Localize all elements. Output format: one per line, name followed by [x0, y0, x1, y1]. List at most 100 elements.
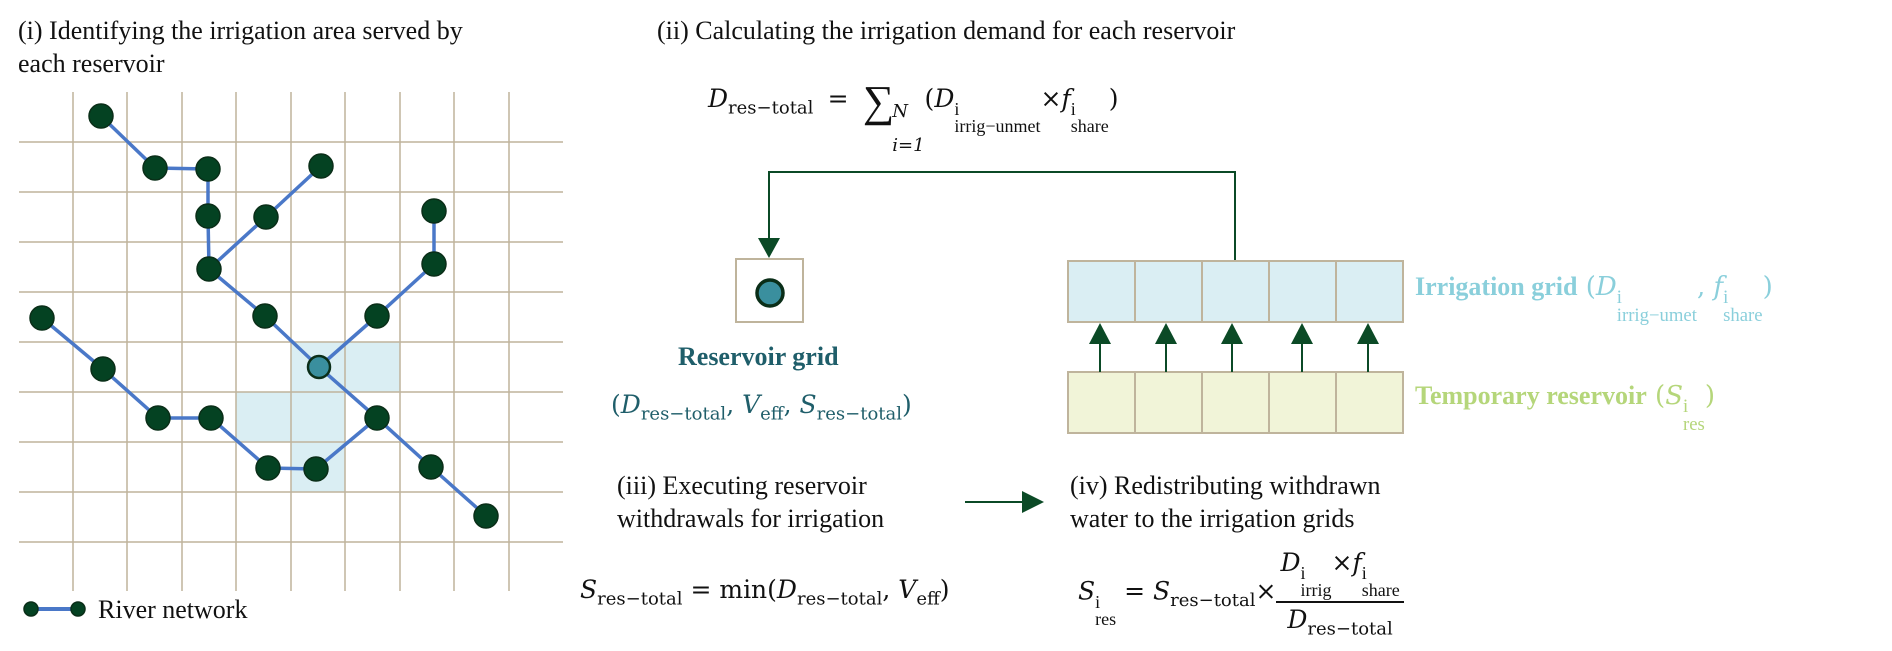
grid-lines	[19, 92, 563, 591]
irrigation-grid	[1067, 260, 1404, 323]
eq4-num-f: f	[1352, 548, 1362, 577]
river-edge	[314, 416, 379, 471]
river-edge	[207, 215, 268, 271]
eq3-arg2: V	[898, 575, 917, 604]
irrigation-grid-cell	[1201, 260, 1270, 323]
temporary-reservoir-grid	[1067, 371, 1404, 434]
res-vars-comma1: ,	[726, 390, 743, 419]
panel-iii-title-line2: withdrawals for irrigation	[617, 504, 885, 533]
eq4-num-f-sub: share	[1361, 580, 1400, 601]
tmp-var-s: S	[1665, 381, 1683, 411]
irr-var-f: f	[1713, 272, 1724, 302]
eq-equals: =	[827, 84, 849, 114]
eq3-arg1: D	[776, 575, 797, 604]
res-vars-close: )	[902, 390, 912, 419]
temporary-reservoir-cell	[1335, 371, 1404, 434]
eq3-arg1-sub: res−total	[796, 588, 883, 610]
river-node-icon	[364, 303, 390, 329]
reservoir-grid-label: Reservoir grid	[678, 342, 839, 371]
temporary-reservoir-cell	[1067, 371, 1136, 434]
arrow-icon	[1155, 323, 1177, 344]
arrow-icon	[1291, 323, 1313, 344]
eq-lhs-sub: res−total	[728, 97, 814, 119]
sigma-upper: N	[892, 101, 908, 123]
eq4-lhs-sub: res	[1095, 608, 1117, 629]
river-edge	[375, 262, 436, 318]
arrow-icon	[758, 238, 780, 258]
irrigation-grid-cell	[1067, 260, 1136, 323]
river-node-icon	[255, 455, 281, 481]
eq4-num-d-sup: i	[1300, 563, 1306, 584]
river-node-icon	[418, 454, 444, 480]
river-node-icon	[303, 456, 329, 482]
river-edge	[317, 314, 379, 369]
river-node-icon	[195, 203, 221, 229]
eq4-num-d: D	[1280, 548, 1301, 577]
eq-term2: f	[1061, 84, 1071, 114]
river-node-icon	[195, 156, 221, 182]
temporary-reservoir-cell	[1134, 371, 1203, 434]
river-node-icon	[29, 305, 55, 331]
demand-connector-line	[768, 171, 1236, 261]
eq4-s: S	[1152, 576, 1171, 606]
irrigation-grid-cell	[1268, 260, 1337, 323]
river-edge	[317, 365, 379, 420]
res-vars-comma2: ,	[783, 390, 800, 419]
eq4-num-d-sub: irrig	[1300, 580, 1332, 601]
eq4-num-f-sup: i	[1361, 563, 1367, 584]
panel-iv-title-line1: (iv) Redistributing withdrawn	[1070, 471, 1381, 500]
sigma-symbol: ∑	[862, 77, 895, 126]
river-node-icon	[198, 405, 224, 431]
river-node-icon	[145, 405, 171, 431]
eq-term1-sup: i	[954, 99, 960, 120]
irr-var-f-sub: share	[1723, 305, 1763, 327]
river-node-icon	[253, 204, 279, 230]
irrigation-grid-title: Irrigation grid	[1415, 272, 1578, 301]
res-var-d: D	[620, 390, 641, 419]
reservoir-grid-box	[735, 258, 804, 323]
res-var-s: S	[799, 390, 817, 419]
river-node-icon	[308, 153, 334, 179]
river-node-icon	[421, 251, 447, 277]
irr-var-d: D	[1595, 272, 1617, 302]
irrigation-grid-cell	[1335, 260, 1404, 323]
tmp-var-s-sup: i	[1683, 396, 1689, 418]
eq4-lhs-sup: i	[1095, 591, 1101, 612]
eq3-lhs-sub: res−total	[597, 588, 683, 610]
irr-var-d-sub: irrig−umet	[1616, 305, 1697, 327]
eq-open-paren: (	[924, 84, 935, 114]
res-var-s-sub: res−total	[816, 403, 903, 425]
irrigation-grid-cell	[1134, 260, 1203, 323]
eq4-lhs: S	[1078, 576, 1096, 606]
eq3-close: )	[939, 575, 950, 604]
river-node-icon	[364, 405, 390, 431]
tmp-var-s-sub: res	[1683, 414, 1705, 436]
eq4-equals: =	[1116, 576, 1153, 606]
panel-i-title-line1: (i) Identifying the irrigation area serv…	[18, 16, 463, 45]
river-node-icon	[142, 155, 168, 181]
eq4-times: ×	[1255, 576, 1277, 606]
panel-iv-title-line2: water to the irrigation grids	[1070, 504, 1355, 533]
arrow-icon	[1089, 323, 1111, 344]
temporary-reservoir-cell	[1268, 371, 1337, 434]
res-vars-open: (	[611, 390, 621, 419]
panel-iv-title: (iv) Redistributing withdrawn water to t…	[1070, 469, 1381, 535]
river-node-icon	[252, 303, 278, 329]
temporary-reservoir-title: Temporary reservoir	[1415, 381, 1647, 410]
legend-label: River network	[98, 595, 248, 624]
res-var-d-sub: res−total	[640, 403, 727, 425]
legend-river-network-icon	[23, 601, 86, 617]
river-node-icon	[196, 256, 222, 282]
river-node-icon	[473, 503, 499, 529]
eq-term1-sub: irrig−unmet	[954, 116, 1041, 137]
river-node-icon	[88, 103, 114, 129]
arrow-icon	[1022, 491, 1044, 513]
river-edge	[40, 316, 105, 371]
tmp-open: (	[1646, 381, 1666, 411]
eq4-den-d: D	[1287, 605, 1308, 635]
arrow-icon	[1357, 323, 1379, 344]
irr-var-f-sup: i	[1723, 287, 1729, 309]
redistribution-arrows	[1089, 323, 1379, 372]
